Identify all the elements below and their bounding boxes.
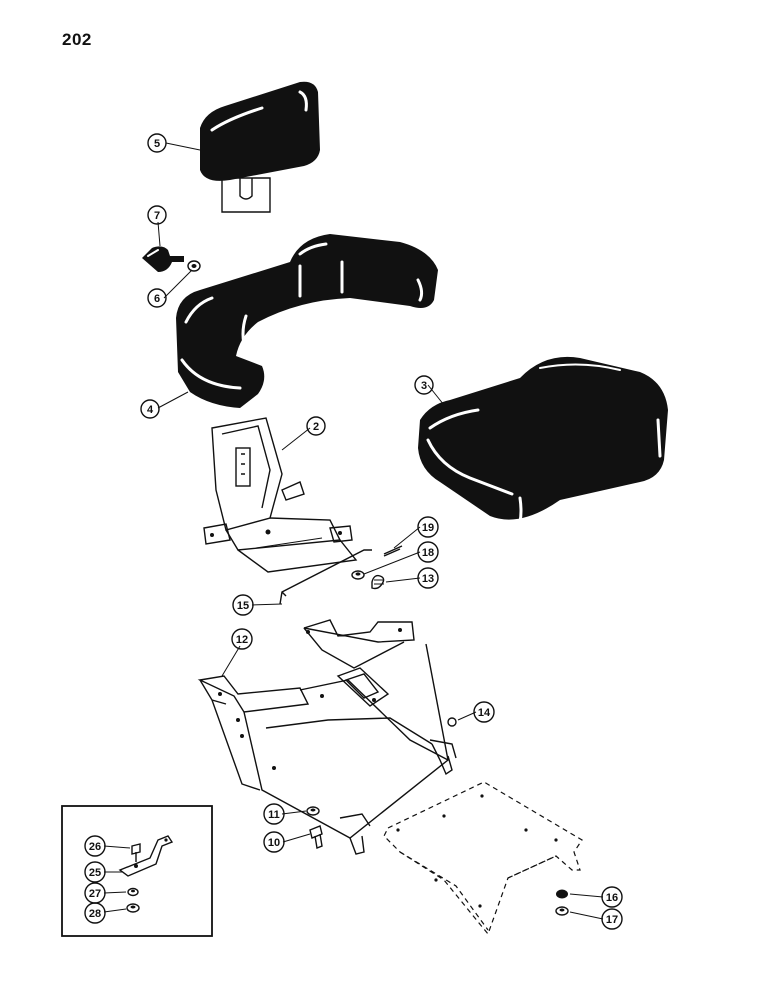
callout-18: 18 (417, 541, 439, 563)
adjusting-knob (142, 246, 184, 272)
svg-text:27: 27 (89, 888, 101, 900)
callout-26: 26 (84, 835, 106, 857)
adjusting-rod (279, 549, 372, 605)
svg-text:7: 7 (154, 210, 160, 222)
callout-5: 5 (147, 133, 167, 153)
headrest-cushion (200, 81, 320, 213)
svg-text:10: 10 (268, 837, 280, 849)
callout-10: 10 (263, 831, 285, 853)
callout-6: 6 (147, 288, 167, 308)
cotter-pin (383, 545, 403, 557)
svg-text:5: 5 (154, 138, 160, 150)
callout-7: 7 (147, 205, 167, 225)
svg-text:26: 26 (89, 841, 101, 853)
svg-text:17: 17 (606, 914, 618, 926)
seat-cushion (418, 356, 668, 524)
callout-12: 12 (231, 628, 253, 650)
callout-16: 16 (601, 886, 623, 908)
svg-text:6: 6 (154, 293, 160, 305)
seat-back-frame (203, 417, 358, 573)
nut-16 (556, 889, 568, 899)
bolt (309, 825, 323, 849)
callout-27: 27 (84, 882, 106, 904)
svg-text:16: 16 (606, 892, 618, 904)
svg-text:15: 15 (237, 600, 249, 612)
callout-15: 15 (232, 594, 254, 616)
washer-17 (555, 906, 569, 916)
svg-text:28: 28 (89, 908, 101, 920)
svg-text:2: 2 (313, 421, 319, 433)
svg-text:14: 14 (478, 707, 491, 719)
callout-17: 17 (601, 908, 623, 930)
callout-3: 3 (414, 375, 434, 395)
callout-25: 25 (84, 861, 106, 883)
svg-text:11: 11 (268, 809, 280, 821)
callout-11: 11 (263, 803, 285, 825)
svg-text:12: 12 (236, 634, 248, 646)
callout-4: 4 (140, 399, 160, 419)
svg-text:18: 18 (422, 547, 434, 559)
callout-14: 14 (473, 701, 495, 723)
seat-back-cushion (176, 234, 438, 408)
nut (351, 570, 365, 580)
washer (187, 260, 201, 272)
svg-text:13: 13 (422, 573, 434, 585)
seat-base-support (197, 619, 457, 855)
svg-text:4: 4 (147, 404, 154, 416)
inset-box (61, 805, 213, 937)
mounting-bracket-reference (383, 781, 583, 936)
svg-text:3: 3 (421, 380, 427, 392)
svg-text:25: 25 (89, 867, 101, 879)
lock-washer (306, 806, 320, 816)
callout-19: 19 (417, 516, 439, 538)
page-number: 202 (62, 30, 92, 49)
spring (371, 574, 385, 590)
callout-28: 28 (84, 902, 106, 924)
callout-13: 13 (417, 567, 439, 589)
ball-plug (447, 717, 457, 727)
svg-text:19: 19 (422, 522, 434, 534)
callout-2: 2 (306, 416, 326, 436)
